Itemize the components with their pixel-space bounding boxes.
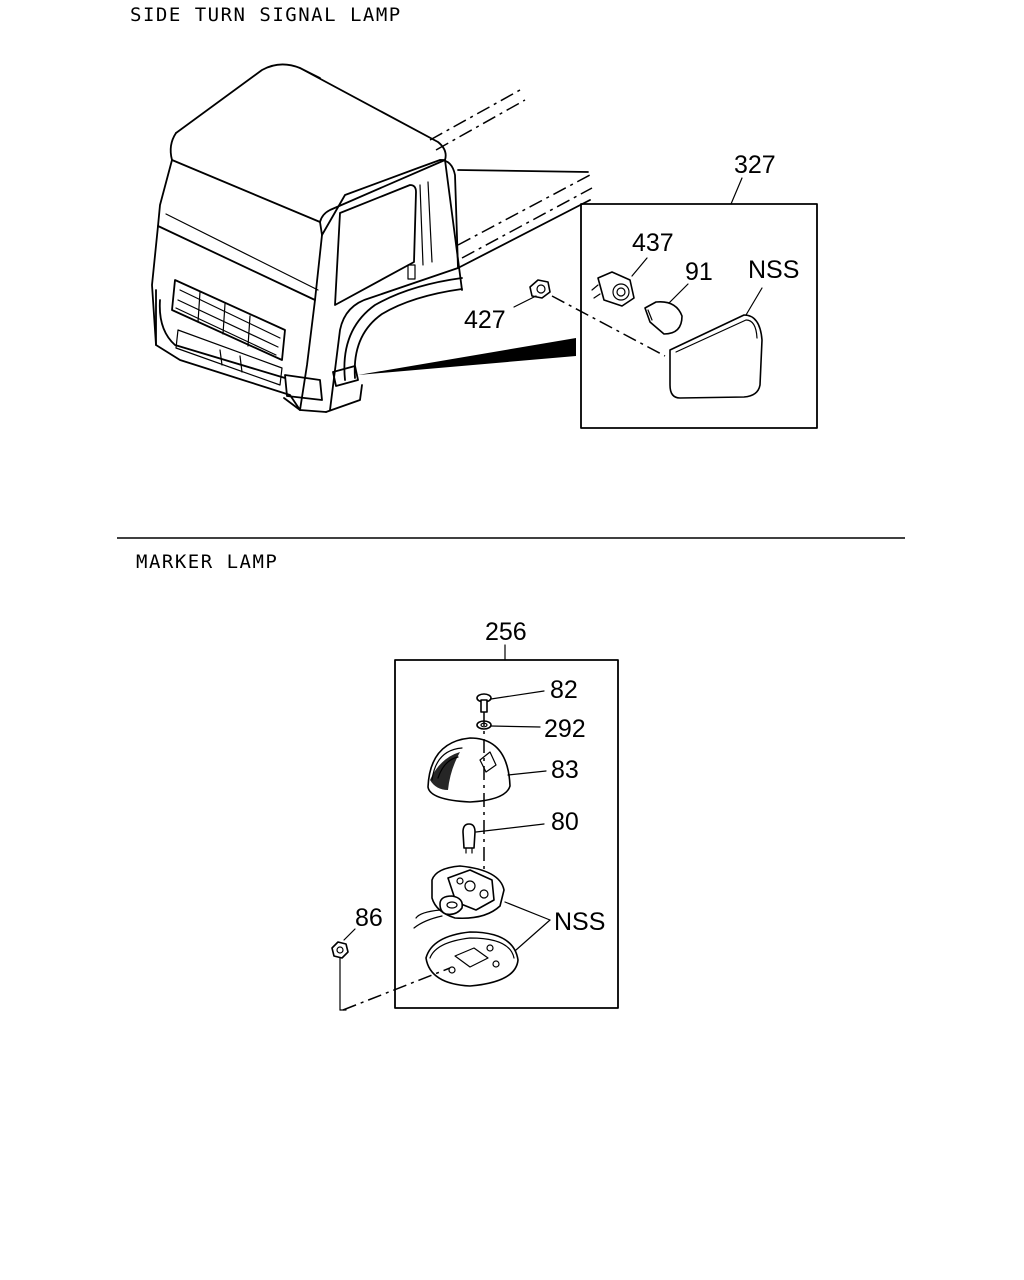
turn-lamp-lens-part: [669, 314, 763, 399]
nut-86-part: [331, 941, 349, 959]
callout-82: 82: [550, 676, 578, 704]
marker-gasket-part: [425, 931, 519, 987]
callout-256: 256: [485, 618, 527, 646]
callout-83: 83: [551, 756, 579, 784]
callout-437: 437: [632, 229, 674, 257]
marker-lamp-title: MARKER LAMP: [136, 551, 279, 573]
cover-83-part: [427, 737, 511, 803]
side-turn-signal-lamp-title: SIDE TURN SIGNAL LAMP: [130, 4, 402, 26]
callout-327: 327: [734, 151, 776, 179]
callout-86: 86: [355, 904, 383, 932]
bulb-80-part: [462, 823, 476, 854]
callout-427: 427: [464, 306, 506, 334]
marker-base-part: [413, 865, 505, 929]
callout-nss-base: NSS: [554, 908, 605, 936]
truck-cab-illustration: [151, 63, 593, 413]
callout-nss-lens: NSS: [748, 256, 799, 284]
screw-82-part: [476, 693, 492, 713]
callout-292: 292: [544, 715, 586, 743]
side-turn-lamp-detail-box: [551, 177, 818, 429]
marker-lamp-detail-box: [342, 644, 619, 1011]
turn-bulb-part: [644, 300, 683, 335]
callout-80: 80: [551, 808, 579, 836]
nut-427-part: [529, 279, 551, 299]
lamp-socket-part: [591, 271, 635, 307]
callout-91: 91: [685, 258, 713, 286]
